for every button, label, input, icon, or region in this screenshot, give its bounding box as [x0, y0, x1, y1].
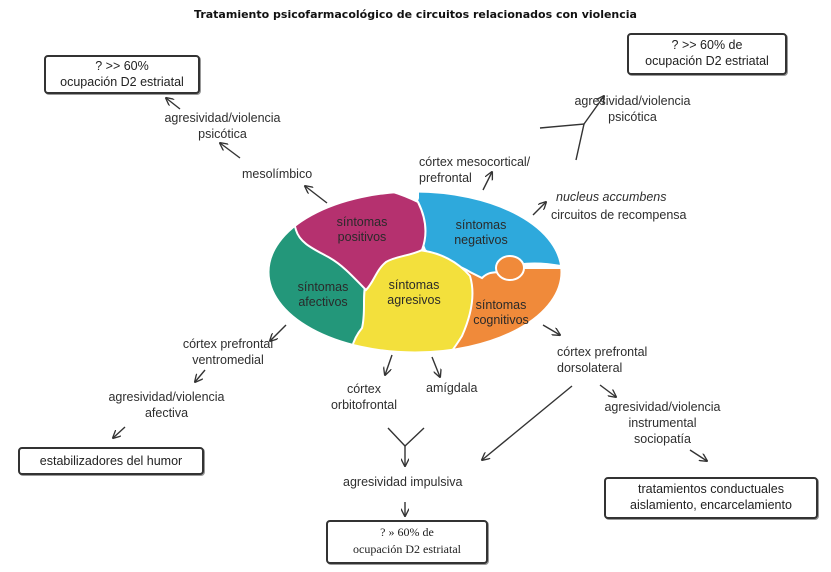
fork-psicotica-right: [539, 123, 585, 161]
cortex-mesocortical-line2: prefrontal: [419, 171, 472, 185]
label-cortex-mesocortical: córtex mesocortical/ prefrontal: [419, 154, 530, 186]
positivos-line1: síntomas: [336, 215, 388, 229]
arrow-to-box-bottom-left: [113, 426, 126, 438]
label-sintomas-afectivos: síntomas afectivos: [282, 280, 364, 310]
negativos-line2: negativos: [454, 233, 508, 247]
box-ocupacion-bottom-center: ? » 60% de ocupación D2 estriatal: [326, 520, 488, 564]
label-agresividad-afectiva: agresividad/violencia afectiva: [94, 389, 239, 421]
puzzle-knob: [495, 255, 525, 281]
cortex-ventromedial-line2: ventromedial: [192, 353, 264, 367]
agresividad-instrumental-line1: agresividad/violencia: [604, 400, 721, 414]
arrow-to-agresividad-instrumental: [599, 384, 616, 397]
label-agresividad-impulsiva: agresividad impulsiva: [343, 475, 463, 489]
arrow-to-agresividad-psicotica-left: [220, 143, 241, 159]
cortex-orbitofrontal-line2: orbitofrontal: [330, 398, 397, 412]
label-cortex-ventromedial: córtex prefrontal ventromedial: [168, 336, 288, 368]
arrow-to-box-top-right: [583, 96, 604, 125]
box-top-left-line2: ocupación D2 estriatal: [60, 75, 184, 89]
arrow-to-cortex-dorsolateral: [542, 324, 560, 335]
cognitivos-line2: cognitivos: [473, 313, 529, 327]
arrow-to-box-bottom-right: [689, 449, 707, 461]
cortex-ventromedial-line1: córtex prefrontal: [182, 337, 274, 351]
box-bottom-center-line2: ocupación D2 estriatal: [353, 542, 461, 556]
arrow-to-mesolimbico: [305, 186, 328, 204]
agresivos-line1: síntomas: [388, 278, 440, 292]
box-bottom-center-line1: ? » 60% de: [380, 525, 434, 539]
agresividad-psicotica-right-line1: agresividad/violencia: [574, 94, 691, 108]
agresividad-instrumental-line2: instrumental: [628, 416, 697, 430]
label-nucleus-accumbens: nucleus accumbens: [556, 190, 667, 204]
arrow-to-cortex-ventromedial: [270, 324, 287, 341]
agresividad-psicotica-left-line1: agresividad/violencia: [164, 111, 281, 125]
box-ocupacion-top-left: ? >> 60% ocupación D2 estriatal: [44, 55, 200, 94]
label-cortex-orbitofrontal: córtex orbitofrontal: [318, 381, 410, 413]
arrow-dorsolateral-to-impulsiva: [482, 385, 573, 460]
cortex-orbitofrontal-line1: córtex: [346, 382, 382, 396]
label-sintomas-negativos: síntomas negativos: [438, 218, 524, 248]
agresividad-afectiva-line1: agresividad/violencia: [108, 390, 225, 404]
label-agresividad-psicotica-left: agresividad/violencia psicótica: [150, 110, 295, 142]
negativos-line1: síntomas: [455, 218, 507, 232]
positivos-line2: positivos: [337, 230, 387, 244]
fork-impulsiva: [387, 427, 425, 447]
label-cortex-dorsolateral: córtex prefrontal dorsolateral: [557, 344, 647, 376]
label-agresividad-psicotica-right: agresividad/violencia psicótica: [560, 93, 705, 125]
agresividad-psicotica-left-line2: psicótica: [198, 127, 247, 141]
label-sintomas-positivos: síntomas positivos: [322, 215, 402, 245]
cortex-dorsolateral-line2: dorsolateral: [557, 361, 623, 375]
box-top-left-line1: ? >> 60%: [95, 59, 149, 73]
agresividad-instrumental-line3: sociopatía: [634, 432, 691, 446]
agresivos-line2: agresivos: [387, 293, 441, 307]
label-sintomas-cognitivos: síntomas cognitivos: [458, 298, 544, 328]
cortex-mesocortical-line1: córtex mesocortical/: [419, 155, 531, 169]
agresividad-psicotica-right-line2: psicótica: [608, 110, 657, 124]
cognitivos-line1: síntomas: [475, 298, 527, 312]
box-top-right-line1: ? >> 60% de: [671, 38, 743, 52]
box-bottom-right-line1: tratamientos conductuales: [638, 482, 784, 496]
box-estabilizadores: estabilizadores del humor: [18, 447, 204, 475]
afectivos-line2: afectivos: [298, 295, 348, 309]
box-tratamientos-conductuales: tratamientos conductuales aislamiento, e…: [604, 477, 818, 519]
agresividad-afectiva-line2: afectiva: [144, 406, 189, 420]
label-mesolimbico: mesolímbico: [242, 167, 313, 181]
box-bottom-left-line1: estabilizadores del humor: [39, 454, 183, 468]
label-agresividad-instrumental: agresividad/violencia instrumental socio…: [590, 399, 735, 447]
label-amigdala: amígdala: [426, 381, 478, 395]
arrow-to-amigdala: [431, 356, 440, 377]
afectivos-line1: síntomas: [297, 280, 349, 294]
cortex-dorsolateral-line1: córtex prefrontal: [557, 345, 648, 359]
puzzle-piece-positivos: [292, 192, 427, 292]
arrow-to-box-top-left: [166, 98, 181, 110]
arrow-to-cortex-mesocortical: [482, 172, 492, 191]
box-top-right-line2: ocupación D2 estriatal: [645, 54, 769, 68]
label-circuitos-recompensa: circuitos de recompensa: [551, 208, 687, 222]
label-sintomas-agresivos: síntomas agresivos: [374, 278, 454, 308]
box-ocupacion-top-right: ? >> 60% de ocupación D2 estriatal: [627, 33, 787, 75]
arrow-to-agresividad-afectiva: [195, 369, 206, 382]
arrow-to-nucleus-accumbens: [532, 202, 546, 216]
box-bottom-right-line2: aislamiento, encarcelamiento: [630, 498, 792, 512]
diagram-title: Tratamiento psicofarmacológico de circui…: [194, 8, 637, 21]
arrow-to-cortex-orbitofrontal: [385, 354, 393, 375]
